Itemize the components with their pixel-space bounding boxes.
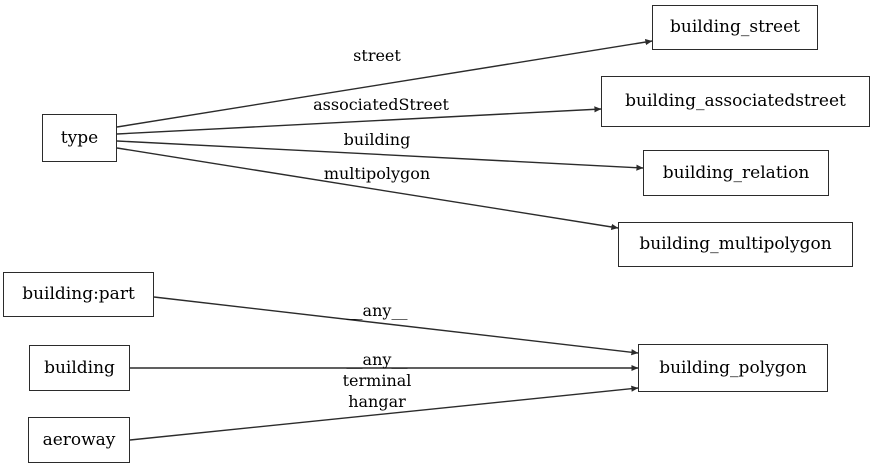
edge-type-building_relation (116, 140, 644, 171)
node-building_relation[interactable]: building_relation (643, 150, 829, 196)
node-label: building_associatedstreet (625, 91, 846, 111)
edge-type-building_street (116, 39, 653, 128)
node-building_multipolygon[interactable]: building_multipolygon (618, 222, 853, 267)
node-building_associatedstreet[interactable]: building_associatedstreet (601, 76, 870, 127)
node-type[interactable]: type (42, 114, 117, 162)
edge-buildingpart-building_polygon (153, 296, 639, 356)
node-building_part[interactable]: building:part (3, 272, 154, 317)
node-label: building:part (22, 284, 135, 304)
edge-label-buildingpart-building_polygon: __any__ (346, 301, 408, 320)
edge-label-type-building_multipolygon: multipolygon (323, 164, 431, 183)
edge-type-building_associatedstreet (116, 106, 602, 135)
node-label: building_polygon (659, 357, 807, 378)
edge-type-building_multipolygon (116, 147, 619, 230)
node-aeroway[interactable]: aeroway (28, 417, 130, 463)
edge-label-type-building_street: street (353, 46, 401, 65)
node-label: type (60, 127, 99, 148)
node-label: aeroway (42, 429, 116, 450)
node-building_polygon[interactable]: building_polygon (638, 344, 828, 392)
node-label: building_street (670, 17, 800, 37)
edge-label-type-building_associatedstreet: associatedStreet (313, 95, 449, 114)
node-building[interactable]: building (29, 345, 130, 391)
node-label: building_relation (662, 162, 810, 183)
edge-aeroway-building_polygon (129, 385, 639, 441)
edge-label-type-building_relation: building (343, 130, 411, 149)
node-label: building_multipolygon (639, 234, 832, 254)
edge-label-aeroway-building_polygon-0: terminal (342, 371, 412, 390)
node-label: building (44, 357, 115, 378)
node-building_street[interactable]: building_street (652, 5, 818, 50)
edge-label-building-building_polygon: __any__ (346, 350, 408, 369)
edge-label-aeroway-building_polygon-1: hangar (348, 392, 406, 411)
